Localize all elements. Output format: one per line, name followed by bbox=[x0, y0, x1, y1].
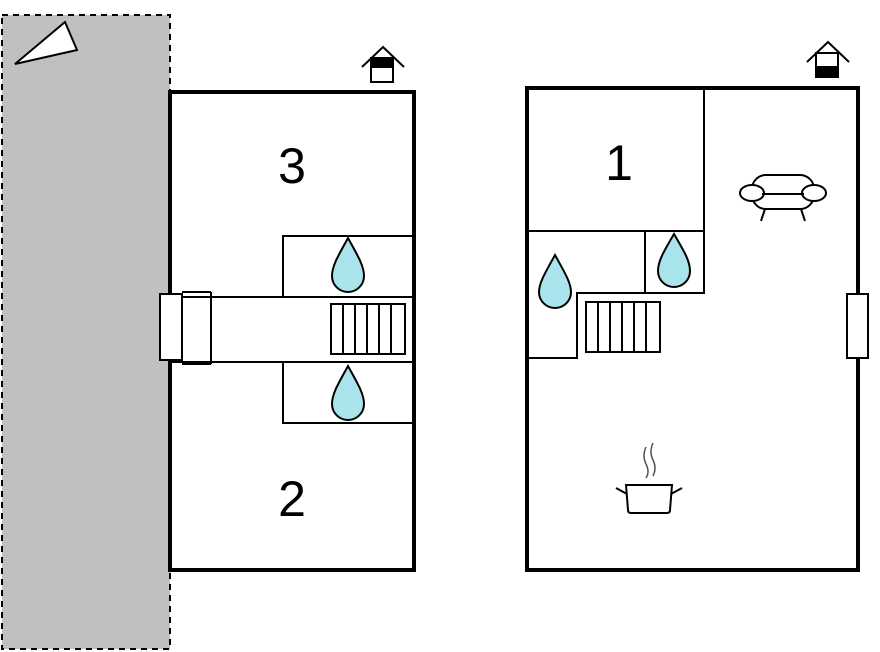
room-number: 3 bbox=[278, 138, 306, 194]
floor-indicator-upper-icon bbox=[361, 45, 405, 83]
bathroom-ground-left bbox=[527, 230, 646, 359]
upper-floor-plan: 3 2 bbox=[159, 45, 416, 572]
ground-floor-plan: 1 bbox=[525, 40, 869, 572]
sofa-icon bbox=[739, 174, 827, 222]
stairs-icon bbox=[330, 303, 406, 355]
floor-indicator-ground-icon bbox=[806, 40, 850, 78]
compass-arrow-icon bbox=[14, 20, 79, 65]
room-number: 1 bbox=[605, 135, 633, 191]
room-number: 2 bbox=[278, 471, 306, 527]
water-drop-icon bbox=[656, 232, 692, 288]
water-drop-icon bbox=[330, 235, 366, 293]
water-drop-icon bbox=[537, 252, 573, 309]
bathroom-upper-bottom bbox=[282, 361, 415, 424]
stairs-icon bbox=[585, 301, 661, 353]
terrace-area bbox=[1, 14, 171, 650]
cooking-pot-icon bbox=[615, 442, 683, 514]
water-drop-icon bbox=[330, 363, 366, 421]
door-icon bbox=[846, 293, 869, 359]
door-icon bbox=[159, 293, 183, 361]
